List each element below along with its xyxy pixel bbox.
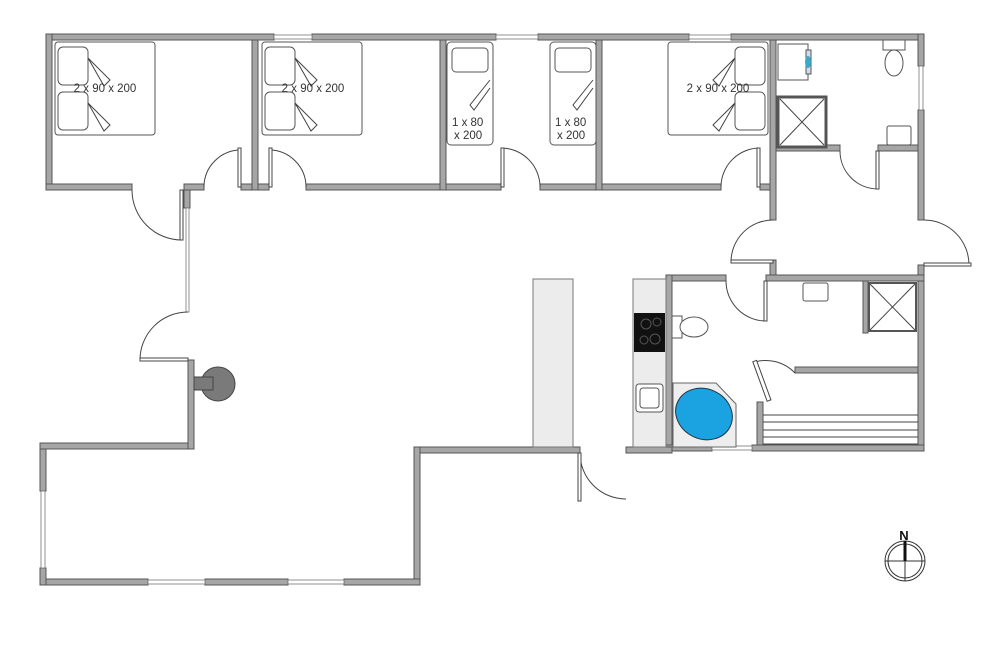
door-bedroom-2[interactable] xyxy=(268,147,307,188)
door-exterior-right[interactable] xyxy=(923,219,972,267)
single-bed-1: 1 x 80 x 200 xyxy=(446,41,494,146)
door-exterior-bottom[interactable] xyxy=(577,452,627,502)
toilet-bath xyxy=(671,315,709,339)
north-label: N xyxy=(899,528,908,543)
north-compass: N xyxy=(884,528,926,582)
single-bed-2: 1 x 80 x 200 xyxy=(549,41,597,146)
sink-bath xyxy=(802,282,829,302)
bed-size-label: 2 x 90 x 200 xyxy=(282,83,345,95)
door-hallway-left[interactable] xyxy=(730,219,774,264)
bed-size-label: 2 x 90 x 200 xyxy=(687,83,750,95)
sauna-benches xyxy=(763,414,918,445)
door-bathroom[interactable] xyxy=(725,280,768,322)
bed-size-label-line2: x 200 xyxy=(557,130,585,142)
doors xyxy=(131,147,972,502)
door-bedroom-4[interactable] xyxy=(720,147,761,188)
bathtub xyxy=(672,382,737,448)
door-terrace-left[interactable] xyxy=(139,311,189,362)
bed-size-label-line1: 1 x 80 xyxy=(555,117,586,129)
double-bed-1: 2 x 90 x 200 xyxy=(54,41,156,136)
washing-machine xyxy=(777,43,812,81)
double-bed-3: 2 x 90 x 200 xyxy=(667,41,769,136)
toilet-wc xyxy=(882,39,906,77)
kitchen-sink xyxy=(635,383,664,413)
door-bedroom-1[interactable] xyxy=(203,147,242,188)
stove xyxy=(634,313,665,352)
bed-size-label-line1: 1 x 80 xyxy=(452,117,483,129)
kitchen-counter xyxy=(632,278,667,448)
double-bed-2: 2 x 90 x 200 xyxy=(261,41,363,136)
kitchen-island xyxy=(532,278,574,448)
sink-wc xyxy=(886,125,912,146)
door-sauna[interactable] xyxy=(752,359,796,402)
door-wc[interactable] xyxy=(839,150,880,190)
shower-wc xyxy=(776,95,828,149)
windows xyxy=(40,34,924,585)
shower-bath xyxy=(868,282,917,332)
door-hall-left[interactable] xyxy=(131,189,184,241)
bed-size-label: 2 x 90 x 200 xyxy=(74,83,137,95)
fireplace xyxy=(193,366,236,402)
bed-size-label-line2: x 200 xyxy=(454,130,482,142)
door-bedroom-3[interactable] xyxy=(500,147,541,188)
